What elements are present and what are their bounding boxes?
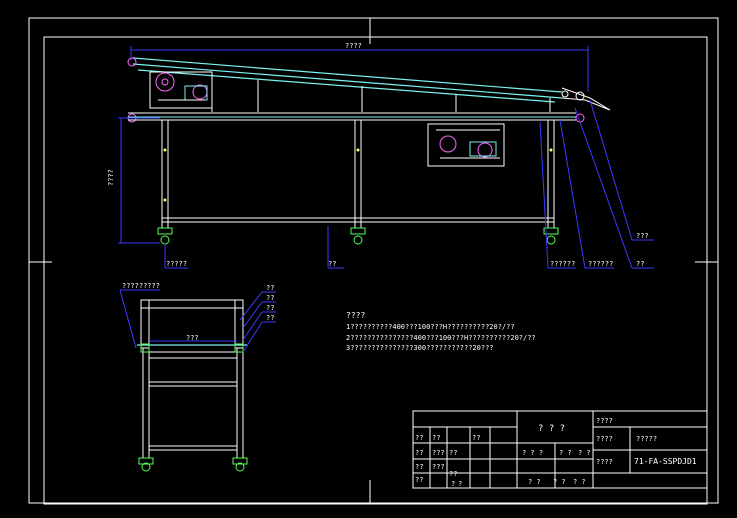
callout-leg-r1: ?????? bbox=[550, 260, 575, 268]
inclined-belt bbox=[132, 57, 563, 103]
callout-side-right: ??? bbox=[636, 232, 649, 240]
scale-value: ????? bbox=[636, 435, 657, 443]
title-block bbox=[412, 410, 708, 489]
leg-feet bbox=[157, 227, 559, 245]
tb-row-1-col-3: ?? bbox=[472, 434, 480, 442]
sheet-border bbox=[28, 17, 719, 505]
mark-label-1: ? ? ? bbox=[522, 449, 543, 457]
leg-bolts bbox=[163, 148, 553, 202]
overall-height-text: ???? bbox=[107, 169, 115, 186]
drawing-number: 71-FA-SSPDJD1 bbox=[634, 457, 697, 466]
head-pulley bbox=[127, 57, 585, 123]
front-leaders bbox=[164, 99, 654, 269]
approval-label-3: ? ? bbox=[573, 478, 586, 486]
section-leaders bbox=[119, 289, 276, 353]
tb-row-5-col-3: ? bbox=[458, 480, 462, 488]
tb-row-4-col-1: ?? bbox=[415, 476, 423, 484]
tb-row-2-col-1: ?? bbox=[415, 449, 423, 457]
callout-section-r1: ?? bbox=[266, 284, 274, 292]
callout-leg-r2: ?????? bbox=[588, 260, 613, 268]
callout-leg-r3: ?? bbox=[636, 260, 644, 268]
scale-label: ???? bbox=[596, 435, 613, 443]
frame-legs bbox=[161, 120, 555, 228]
upper-drive-unit bbox=[149, 71, 213, 109]
overall-height-dimension bbox=[118, 117, 160, 244]
callout-section-r3: ?? bbox=[266, 304, 274, 312]
frame-width-text: ??? bbox=[186, 334, 199, 342]
lower-drive-unit bbox=[427, 123, 505, 167]
notes-line-3: 3???????????????300???????????20??? bbox=[346, 344, 494, 352]
main-rail bbox=[128, 112, 576, 121]
sheet-label: ???? bbox=[596, 458, 613, 466]
tb-row-2-col-2: ??? bbox=[432, 449, 445, 457]
notes-heading: ???? bbox=[346, 311, 365, 320]
callout-section-r4: ?? bbox=[266, 314, 274, 322]
approval-label-1: ? ? bbox=[528, 478, 541, 486]
tb-row-4-col-2: ?? bbox=[449, 470, 457, 478]
tb-row-2-col-3: ?? bbox=[449, 449, 457, 457]
front-view: ???? bbox=[107, 42, 654, 269]
tb-row-3-col-2: ??? bbox=[432, 463, 445, 471]
section-feet bbox=[138, 343, 248, 472]
callout-section-r2: ?? bbox=[266, 294, 274, 302]
callout-section-left: ????????? bbox=[122, 282, 160, 290]
tb-row-5-col-2: ? bbox=[451, 480, 455, 488]
overall-length-text: ???? bbox=[345, 42, 362, 50]
part-title: ? ? ? bbox=[538, 424, 565, 434]
material-label: ???? bbox=[596, 417, 613, 425]
centering-marks bbox=[29, 18, 718, 503]
approval-label-2: ? ? bbox=[553, 478, 566, 486]
incline-supports bbox=[211, 76, 551, 112]
callout-leg-mid: ?? bbox=[328, 260, 336, 268]
callout-leg-left: ????? bbox=[166, 260, 187, 268]
notes-line-1: 1??????????400???100???H??????????20?/?? bbox=[346, 323, 515, 331]
outfeed-nose bbox=[561, 87, 611, 111]
mark-label-3: ? ? bbox=[578, 449, 591, 457]
section-view bbox=[140, 299, 244, 458]
tb-row-1-col-1: ?? bbox=[415, 434, 423, 442]
tb-row-1-col-2: ?? bbox=[432, 434, 440, 442]
mark-label-2: ? ? bbox=[559, 449, 572, 457]
tb-row-3-col-1: ?? bbox=[415, 463, 423, 471]
notes-line-2: 2???????????????400???100???H??????????2… bbox=[346, 334, 536, 342]
